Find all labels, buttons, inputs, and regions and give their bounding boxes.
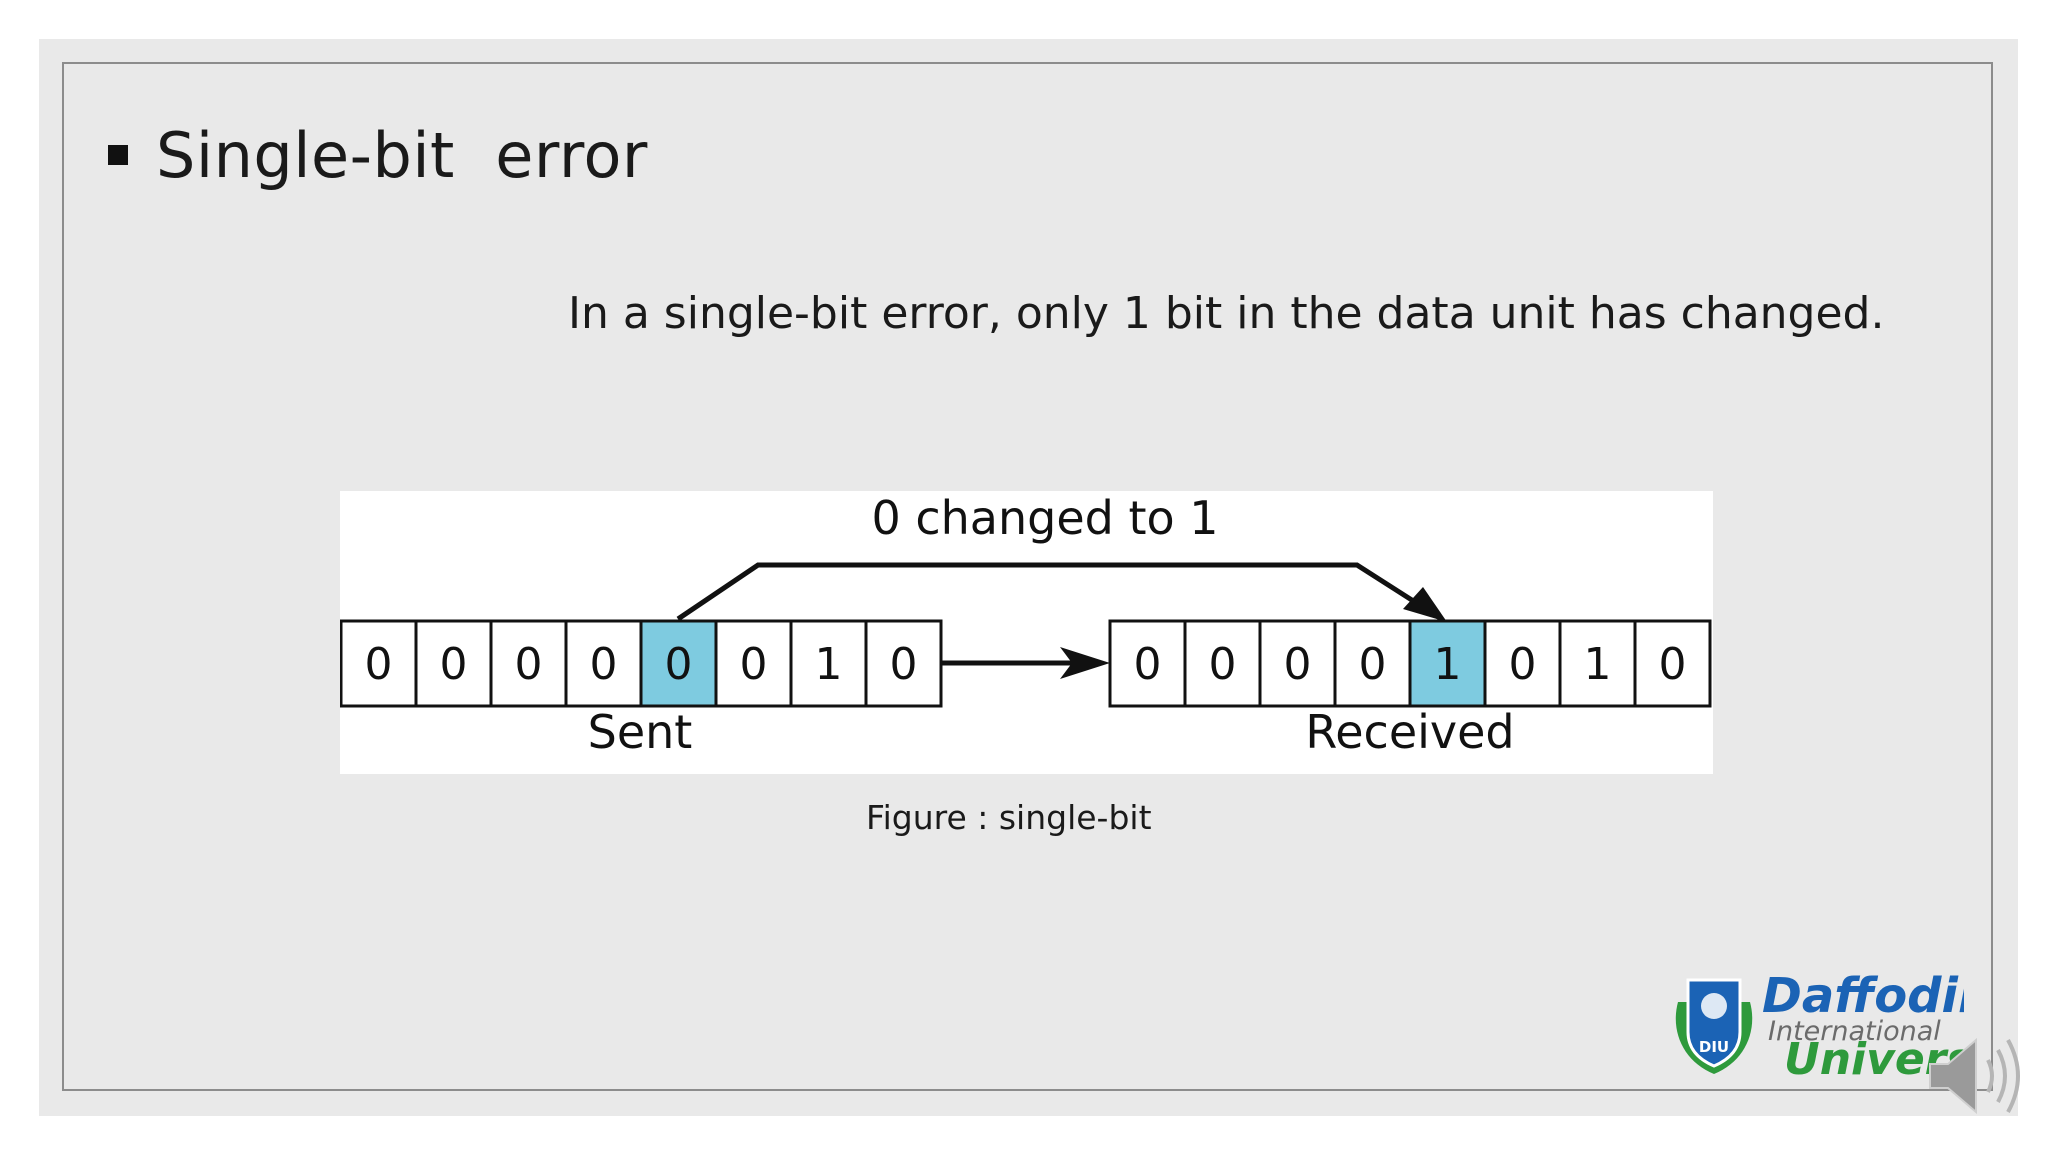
received-bit-value: 0 bbox=[1209, 639, 1237, 690]
received-bit-value: 0 bbox=[1659, 639, 1687, 690]
speaker-icon[interactable] bbox=[1922, 1026, 2030, 1126]
sent-bit-cell bbox=[714, 619, 793, 708]
received-label: Received bbox=[1305, 705, 1514, 759]
received-bit-cell bbox=[1258, 619, 1337, 708]
received-bit-value: 1 bbox=[1434, 639, 1462, 690]
received-bit-value: 0 bbox=[1284, 639, 1312, 690]
logo-badge-text: DIU bbox=[1699, 1038, 1729, 1056]
change-arrowhead-icon bbox=[1403, 587, 1447, 622]
slide-frame bbox=[62, 62, 1993, 1091]
title-row: Single-bit error bbox=[108, 110, 648, 200]
received-bit-cell bbox=[1333, 619, 1412, 708]
sent-bit-value: 0 bbox=[365, 639, 393, 690]
sent-bit-value: 0 bbox=[590, 639, 618, 690]
sent-bit-cell bbox=[564, 619, 643, 708]
sent-bit-value: 0 bbox=[665, 639, 693, 690]
transmit-arrowhead-icon bbox=[1060, 647, 1110, 679]
sent-bit-cell bbox=[864, 619, 943, 708]
sent-bit-cell bbox=[789, 619, 868, 708]
figure-caption: Figure : single-bit bbox=[866, 798, 1152, 837]
sent-bit-value: 0 bbox=[515, 639, 543, 690]
sent-bit-cell bbox=[340, 619, 418, 708]
change-annotation: 0 changed to 1 bbox=[871, 491, 1218, 545]
sent-bit-value: 0 bbox=[440, 639, 468, 690]
bullet-icon bbox=[108, 145, 128, 165]
received-bit-cell bbox=[1408, 619, 1487, 708]
received-bit-cell bbox=[1108, 619, 1187, 708]
sent-label: Sent bbox=[588, 705, 693, 759]
sent-bit-value: 0 bbox=[890, 639, 918, 690]
sent-bit-value: 1 bbox=[815, 639, 843, 690]
logo-name-text: Daffodil bbox=[1762, 968, 1964, 1024]
received-bit-value: 0 bbox=[1359, 639, 1387, 690]
received-bit-value: 1 bbox=[1584, 639, 1612, 690]
sent-bit-value: 0 bbox=[740, 639, 768, 690]
received-bit-cell bbox=[1558, 619, 1637, 708]
slide-title: Single-bit error bbox=[156, 118, 648, 192]
received-bit-value: 0 bbox=[1509, 639, 1537, 690]
change-arrow-line bbox=[676, 562, 1442, 622]
daffodil-logo: DIU Daffodil International University bbox=[1664, 962, 2040, 1085]
sent-bit-cell bbox=[414, 619, 493, 708]
logo-shield-icon bbox=[1686, 978, 1742, 1068]
slide-description: In a single-bit error, only 1 bit in the… bbox=[568, 288, 1885, 339]
logo-subtitle-text: International bbox=[1768, 1016, 1941, 1047]
received-bit-value: 0 bbox=[1134, 639, 1162, 690]
received-bit-cell bbox=[1633, 619, 1712, 708]
sent-bit-cell bbox=[639, 619, 718, 708]
